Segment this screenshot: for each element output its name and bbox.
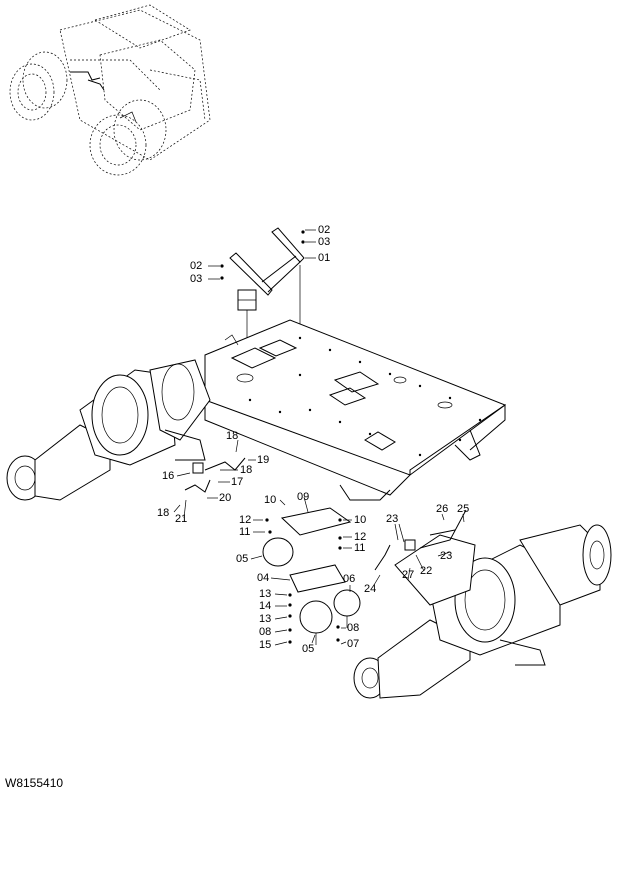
callout-18: 18	[226, 430, 239, 442]
callout-06: 06	[343, 573, 356, 585]
hose-lines	[184, 457, 467, 571]
accumulator-group	[262, 507, 361, 645]
machine-overview-thumbnail	[9, 4, 211, 176]
callout-23: 23	[386, 513, 399, 525]
callout-10: 10	[264, 494, 277, 506]
callout-17: 17	[231, 476, 244, 488]
callout-18: 18	[157, 507, 170, 519]
callout-10: 10	[354, 514, 367, 526]
callout-07: 07	[347, 638, 360, 650]
callout-08: 08	[259, 626, 272, 638]
callout-26: 26	[436, 503, 449, 515]
callout-05: 05	[236, 553, 249, 565]
floor-plate	[204, 319, 507, 501]
callout-03: 03	[318, 236, 331, 248]
callout-01: 01	[318, 252, 331, 264]
callout-05: 05	[302, 643, 315, 655]
callout-09: 09	[297, 491, 310, 503]
callout-14: 14	[259, 600, 272, 612]
leader-lines	[173, 229, 465, 646]
callout-25: 25	[457, 503, 470, 515]
callout-15: 15	[259, 639, 272, 651]
callout-03: 03	[190, 273, 203, 285]
callout-12: 12	[354, 531, 367, 543]
callout-27: 27	[402, 569, 415, 581]
callout-12: 12	[239, 514, 252, 526]
callout-02: 02	[190, 260, 203, 272]
callout-11: 11	[239, 526, 251, 538]
callout-08: 08	[347, 622, 360, 634]
figure-code: W8155410	[5, 776, 64, 790]
callout-19: 19	[257, 454, 270, 466]
callout-11: 11	[354, 542, 366, 554]
rear-axle	[353, 524, 612, 699]
callout-21: 21	[175, 513, 188, 525]
seat-assembly	[220, 227, 305, 340]
callout-24: 24	[364, 583, 377, 595]
callout-13: 13	[259, 588, 272, 600]
callout-16: 16	[162, 470, 175, 482]
callout-04: 04	[257, 572, 270, 584]
callout-02: 02	[318, 224, 331, 236]
callout-20: 20	[219, 492, 232, 504]
front-axle	[6, 359, 211, 501]
callout-18: 18	[240, 464, 253, 476]
callout-23: 23	[440, 550, 453, 562]
callout-22: 22	[420, 565, 433, 577]
callout-13: 13	[259, 613, 272, 625]
